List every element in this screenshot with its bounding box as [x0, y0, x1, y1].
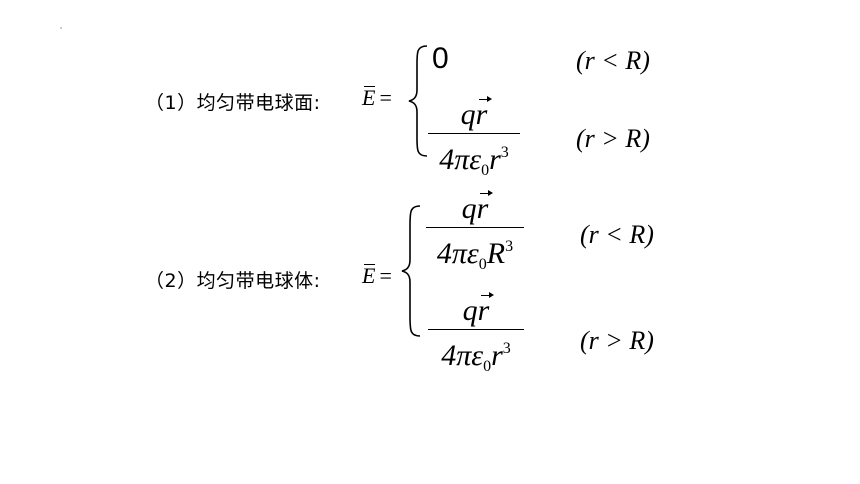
case2-label-text: （2）均匀带电球体: [145, 270, 321, 292]
case2-frac1-num-q: q [461, 192, 477, 225]
case2-frac2-den-main: 4πε [441, 339, 484, 372]
case1-cond-outside: (r > R) [576, 124, 650, 153]
case1-num-r-vector: r [475, 96, 492, 131]
case2-frac2-num-r-vector: r [477, 292, 494, 327]
case2-fraction-outside: qr 4πε0r3 [428, 292, 524, 384]
case2-e-vector: E [362, 263, 376, 288]
case2-equals: = [379, 263, 392, 288]
case1-fraction: qr 4πε0r3 [428, 96, 520, 188]
case2-cond-inside: (r < R) [580, 220, 654, 249]
case2-frac1-den-var: R [486, 237, 506, 270]
case2-cond-outside: (r > R) [580, 326, 654, 355]
case1-lhs: E= [362, 85, 392, 111]
case2-frac2-den-var: r [491, 339, 503, 372]
case1-zero: 0 [432, 42, 449, 75]
case1-den-main: 4πε [439, 143, 482, 176]
case1-num-q: q [460, 98, 476, 131]
case2-frac2-den-sub: 0 [483, 358, 492, 375]
case2-frac2-numerator: qr [428, 292, 524, 328]
case1-fraction-bar [428, 133, 520, 134]
case1-equals: = [379, 85, 392, 110]
case1-e-vector: E [362, 85, 376, 110]
case2-frac1-den-sub: 0 [478, 256, 487, 273]
case2-frac2-den-sup: 3 [502, 340, 511, 357]
case2-frac2-bar [428, 329, 524, 330]
case2-brace [401, 205, 421, 337]
case1-den-sup: 3 [500, 144, 509, 161]
case2-frac1-denominator: 4πε0R3 [426, 230, 524, 282]
case2-frac1-num-r-vector: r [476, 190, 493, 225]
case1-cond-inside: (r < R) [576, 46, 650, 75]
corner-dot [60, 27, 62, 29]
case2-fraction-inside: qr 4πε0R3 [426, 190, 524, 282]
case2-frac2-denominator: 4πε0r3 [428, 332, 524, 384]
case2-frac2-num-q: q [462, 294, 478, 327]
case1-brace [408, 45, 428, 157]
case1-fraction-denominator: 4πε0r3 [428, 136, 520, 188]
case1-den-sub: 0 [481, 162, 490, 179]
case2-frac1-den-sup: 3 [505, 238, 514, 255]
case2-frac1-numerator: qr [426, 190, 524, 226]
case2-frac1-den-main: 4πε [436, 237, 479, 270]
case2-label: （2）均匀带电球体: [145, 266, 321, 293]
case2-lhs: E= [362, 263, 392, 289]
case1-den-var: r [489, 143, 501, 176]
case1-label-text: （1）均匀带电球面: [145, 92, 321, 114]
case1-fraction-numerator: qr [428, 96, 520, 132]
case1-label: （1）均匀带电球面: [145, 88, 321, 115]
case2-frac1-bar [426, 227, 524, 228]
